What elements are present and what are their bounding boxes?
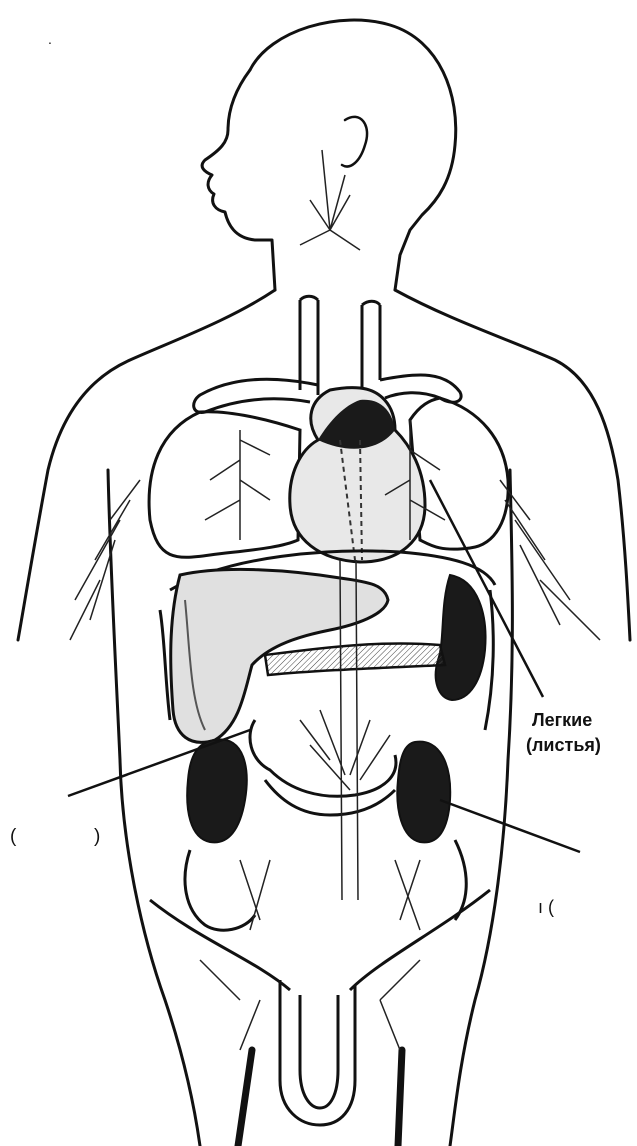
- spleen: [436, 575, 486, 700]
- right-lung: [410, 398, 508, 549]
- left-paren-open: (: [10, 827, 16, 846]
- pancreas: [265, 643, 445, 675]
- corner-dot: .: [48, 32, 52, 46]
- right-paren-mark: ı (: [538, 898, 554, 916]
- left-paren-close: ): [94, 827, 100, 846]
- lungs-title-label: Легкие: [532, 711, 592, 729]
- left-lung: [149, 412, 300, 558]
- femoral-vessels: [238, 1050, 402, 1146]
- right-pointer-line: [440, 800, 580, 852]
- heart: [290, 388, 425, 562]
- right-kidney: [397, 742, 450, 843]
- pelvis-bladder: [150, 890, 490, 1125]
- left-kidney: [187, 740, 246, 843]
- lungs-subtitle-label: (листья): [526, 736, 601, 754]
